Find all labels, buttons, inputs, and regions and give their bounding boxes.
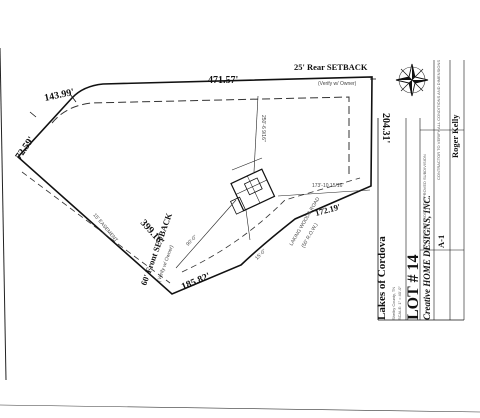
house-dim-top	[231, 157, 263, 171]
north-arrow-icon	[395, 63, 429, 97]
subdivision-title: Lakes of Cordova	[376, 236, 388, 320]
side-dim-label: 15'-0"	[254, 248, 267, 261]
house-dist-rear-label: 250'-6 9/16"	[260, 115, 266, 142]
rear-setback-note: (Verify w/ Owner)	[318, 81, 357, 87]
scan-edge-left	[0, 47, 7, 381]
title-block	[377, 60, 465, 321]
scale-line: SCALE: 1" = 40'-0"	[397, 286, 402, 320]
dim-right: 204.31'	[380, 113, 391, 144]
house-dist-right-label: 173'-10 15/16"	[312, 183, 344, 189]
house-dim-side	[245, 209, 251, 241]
house-dim-right	[277, 189, 371, 197]
easement-line	[21, 171, 171, 284]
scan-edge-bottom	[0, 404, 480, 413]
rear-setback-line	[51, 96, 350, 178]
dim-top-left: 143.99'	[43, 87, 75, 104]
house-dim-front	[175, 199, 237, 269]
rear-setback-label: 25' Rear SETBACK	[294, 62, 368, 72]
dim-left-corner: 72.59'	[13, 135, 37, 162]
front-setback-line	[181, 177, 361, 273]
lot-number: LOT # 14	[405, 255, 422, 321]
house-footprint	[229, 168, 276, 215]
house-dist-front-label: 90'-0"	[185, 234, 198, 247]
corner-tick	[69, 93, 77, 103]
dim-top: 471.57'	[208, 75, 239, 86]
plot-note: PLOT TAKEN FROM AN APPROVED SUBDIVISION	[422, 154, 427, 248]
contractor-note: CONTRACTOR TO VERIFY ALL CONDITIONS AND …	[436, 60, 441, 180]
corner-tick	[29, 111, 37, 118]
easement-label: 15' EASEMENT	[91, 212, 118, 243]
sheet-number: A-1	[436, 235, 446, 248]
dim-bottom: 185.82'	[180, 271, 212, 293]
house-dim-rear	[253, 95, 259, 173]
svg-text:25' Rear SETBACK: 25' Rear SETBACK	[294, 62, 368, 72]
drawn-by: Roger Kelly	[450, 114, 460, 158]
property-boundary	[16, 76, 373, 295]
county-line: Shelby County, TN	[391, 287, 396, 320]
company-name: Creative HOME DESIGNS, INC.	[422, 195, 432, 320]
